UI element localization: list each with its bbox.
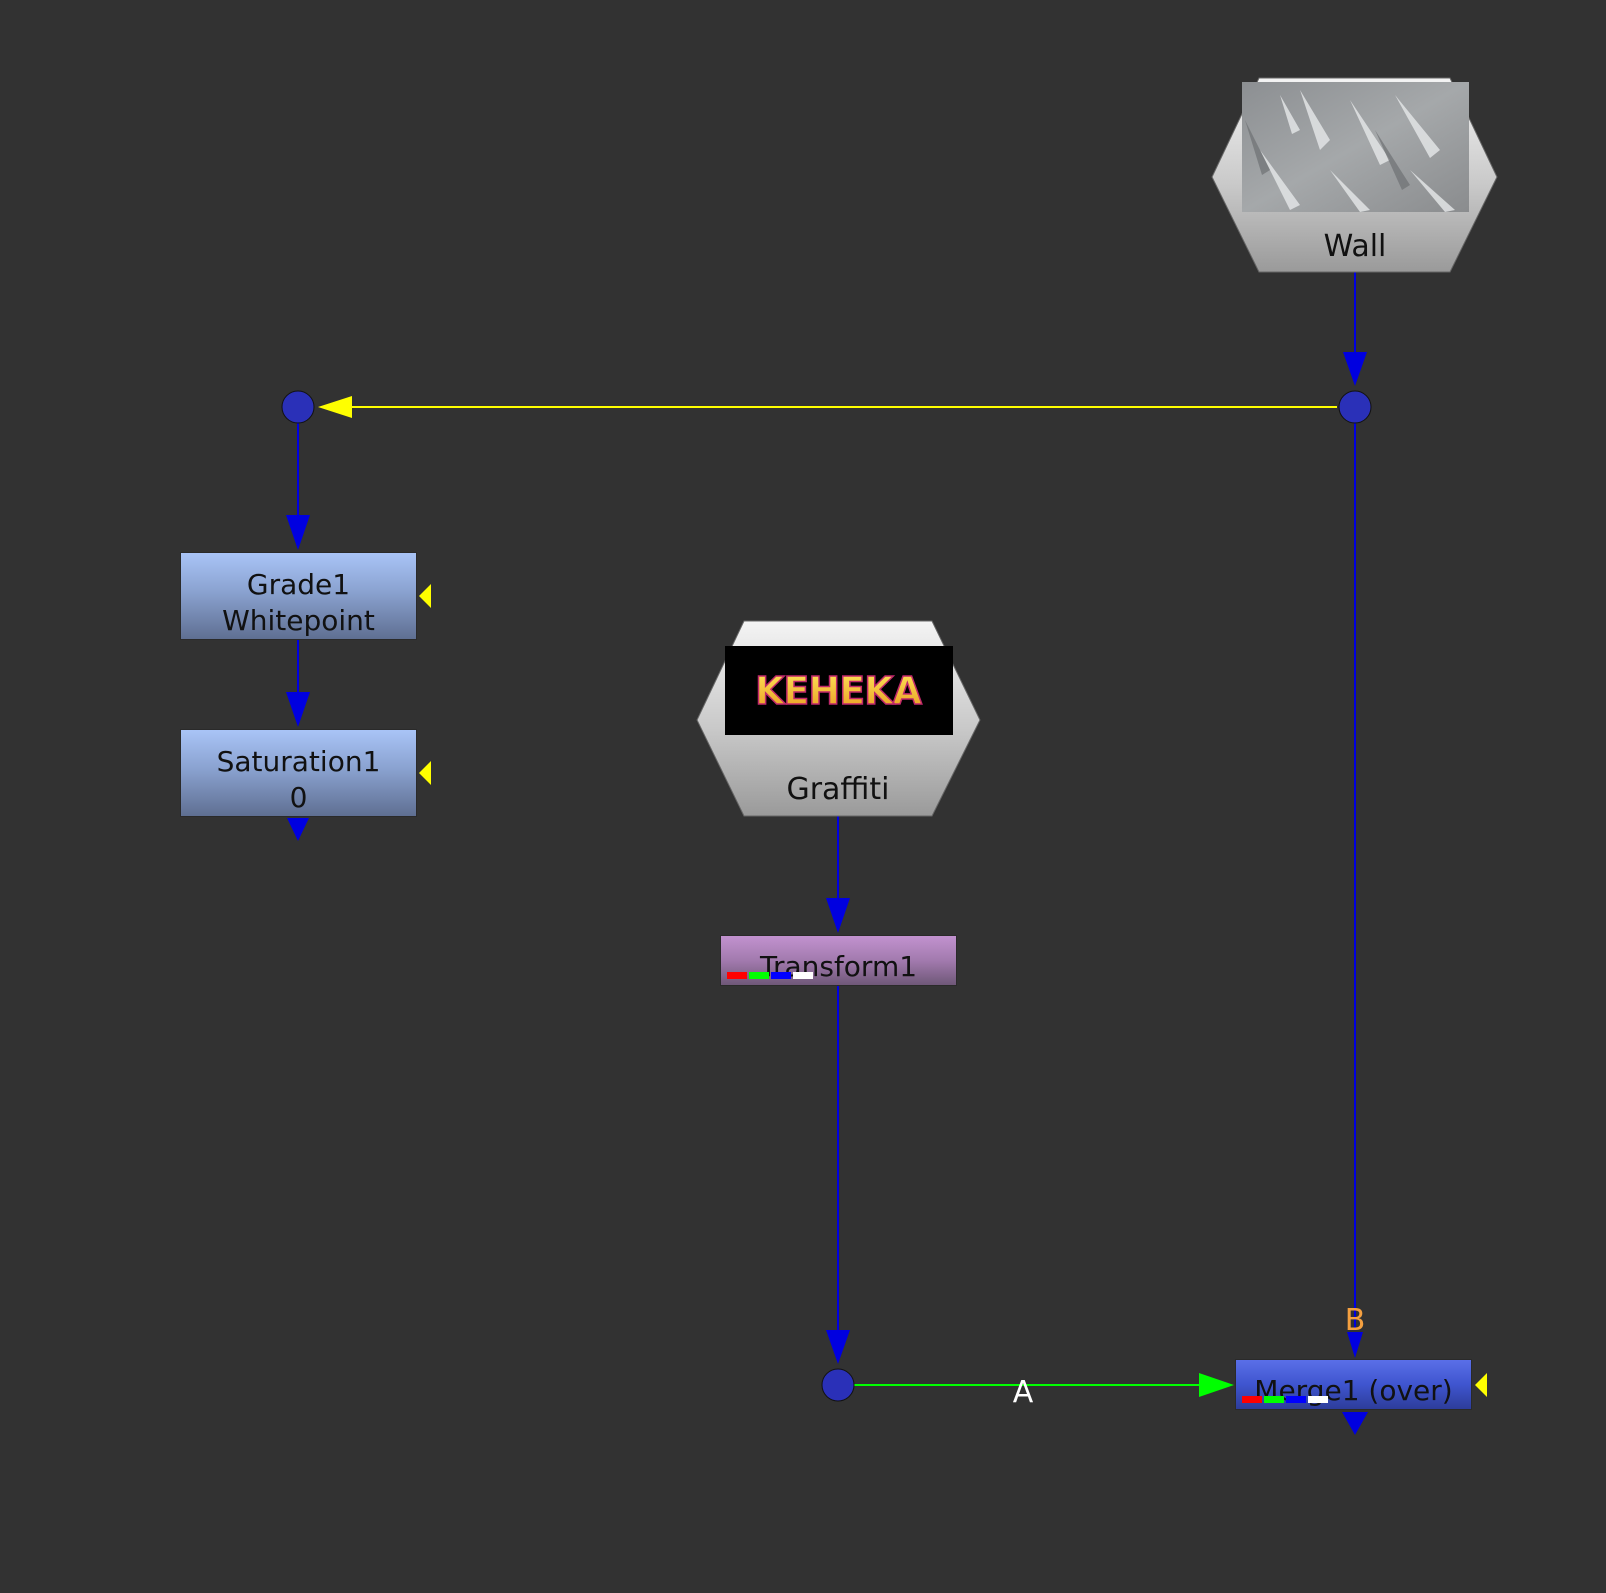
arrow-head-icon xyxy=(1347,1332,1363,1358)
transform-node-label: Transform1 xyxy=(759,950,918,983)
alpha-channel-indicator xyxy=(793,972,813,979)
transform-node[interactable]: Transform1 xyxy=(720,935,957,986)
pipe-dot-to-merge-a[interactable] xyxy=(854,1373,1234,1397)
merge-input-b-label: B xyxy=(1345,1303,1366,1338)
merge-input-a-label: A xyxy=(1013,1375,1034,1410)
merge-mask-input-icon[interactable] xyxy=(1475,1373,1487,1397)
pipe-dot-to-dot-mask[interactable] xyxy=(318,396,1337,418)
pipe-dot-to-grade[interactable] xyxy=(286,423,310,550)
arrow-head-icon xyxy=(826,1330,850,1364)
graffiti-node-label: Graffiti xyxy=(786,772,889,807)
pipe-graffiti-to-transform[interactable] xyxy=(826,816,850,933)
arrow-head-icon xyxy=(1199,1373,1234,1397)
saturation-mask-input-icon[interactable] xyxy=(419,761,431,785)
merge-node[interactable]: Merge1 (over) xyxy=(1235,1359,1472,1410)
grade-node-name: Grade1 xyxy=(246,568,351,601)
blue-channel-indicator xyxy=(1286,1396,1306,1403)
grade-node[interactable]: Grade1 Whitepoint xyxy=(180,552,417,640)
pipe-wall-to-merge-b[interactable] xyxy=(1347,423,1363,1358)
red-channel-indicator xyxy=(1242,1396,1262,1403)
pipe-grade-to-saturation[interactable] xyxy=(286,640,310,727)
pipe-transform-to-dot[interactable] xyxy=(826,986,850,1364)
saturation-node-name: Saturation1 xyxy=(216,745,381,778)
arrow-head-icon xyxy=(286,515,310,550)
pipe-wall-to-dot[interactable] xyxy=(1343,272,1367,386)
merge-output-arrow-icon[interactable] xyxy=(1342,1412,1368,1435)
read-node-wall[interactable]: Wall xyxy=(1211,77,1498,273)
alpha-channel-indicator xyxy=(1308,1396,1328,1403)
saturation-node[interactable]: Saturation1 0 xyxy=(180,729,417,817)
graffiti-thumbnail: KEHEKA xyxy=(725,646,953,735)
wall-thumbnail xyxy=(1242,82,1469,212)
graffiti-thumbnail-text: KEHEKA xyxy=(755,669,923,713)
blue-channel-indicator xyxy=(771,972,791,979)
grade-node-value: Whitepoint xyxy=(222,604,375,637)
arrow-head-icon xyxy=(318,396,352,418)
arrow-head-icon xyxy=(286,692,310,727)
dot-node-right[interactable] xyxy=(1338,390,1372,424)
dot-node-left[interactable] xyxy=(281,390,315,424)
arrow-head-icon xyxy=(1343,352,1367,386)
green-channel-indicator xyxy=(1264,1396,1284,1403)
saturation-output-arrow-icon[interactable] xyxy=(287,818,309,841)
arrow-head-icon xyxy=(826,898,850,933)
wall-node-label: Wall xyxy=(1324,229,1387,264)
red-channel-indicator xyxy=(727,972,747,979)
dot-node-bottom[interactable] xyxy=(821,1368,855,1402)
green-channel-indicator xyxy=(749,972,769,979)
saturation-node-value: 0 xyxy=(289,781,308,814)
read-node-graffiti[interactable]: KEHEKA Graffiti xyxy=(696,620,981,817)
merge-node-label: Merge1 (over) xyxy=(1254,1374,1453,1407)
grade-mask-input-icon[interactable] xyxy=(419,584,431,608)
